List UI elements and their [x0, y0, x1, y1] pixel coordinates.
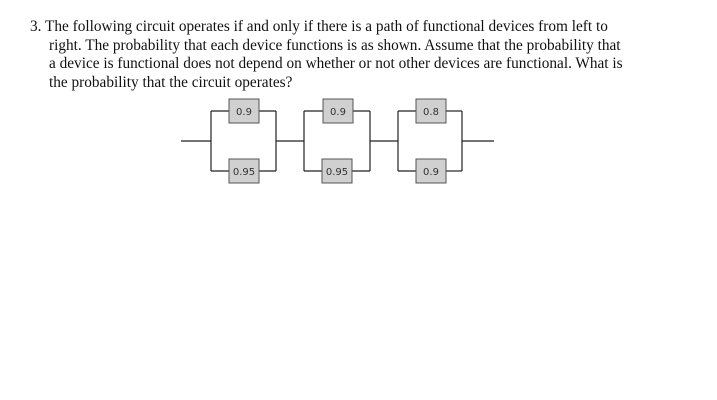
device-stage1-top: 0.9 [228, 98, 260, 124]
device-stage3-top-label: 0.8 [423, 107, 439, 118]
device-stage1-bottom: 0.95 [228, 158, 260, 184]
device-stage2-top: 0.9 [322, 98, 354, 124]
circuit-wires [181, 110, 494, 172]
problem-line-2: right. The probability that each device … [49, 36, 621, 54]
device-stage1-top-label: 0.9 [236, 107, 252, 118]
device-stage3-top: 0.8 [415, 98, 447, 124]
device-stage3-bottom: 0.9 [415, 158, 447, 184]
device-stage2-top-label: 0.9 [330, 107, 346, 118]
problem-line-1: 3. The following circuit operates if and… [30, 18, 608, 35]
problem-text: 3. The following circuit operates if and… [30, 18, 670, 92]
device-stage3-bottom-label: 0.9 [423, 167, 439, 178]
device-stage2-bottom: 0.95 [321, 158, 353, 184]
problem-line-3: a device is functional does not depend o… [49, 55, 623, 73]
device-stage2-bottom-label: 0.95 [326, 167, 348, 178]
device-stage1-bottom-label: 0.95 [233, 167, 255, 178]
problem-line-4: the probability that the circuit operate… [49, 73, 293, 91]
